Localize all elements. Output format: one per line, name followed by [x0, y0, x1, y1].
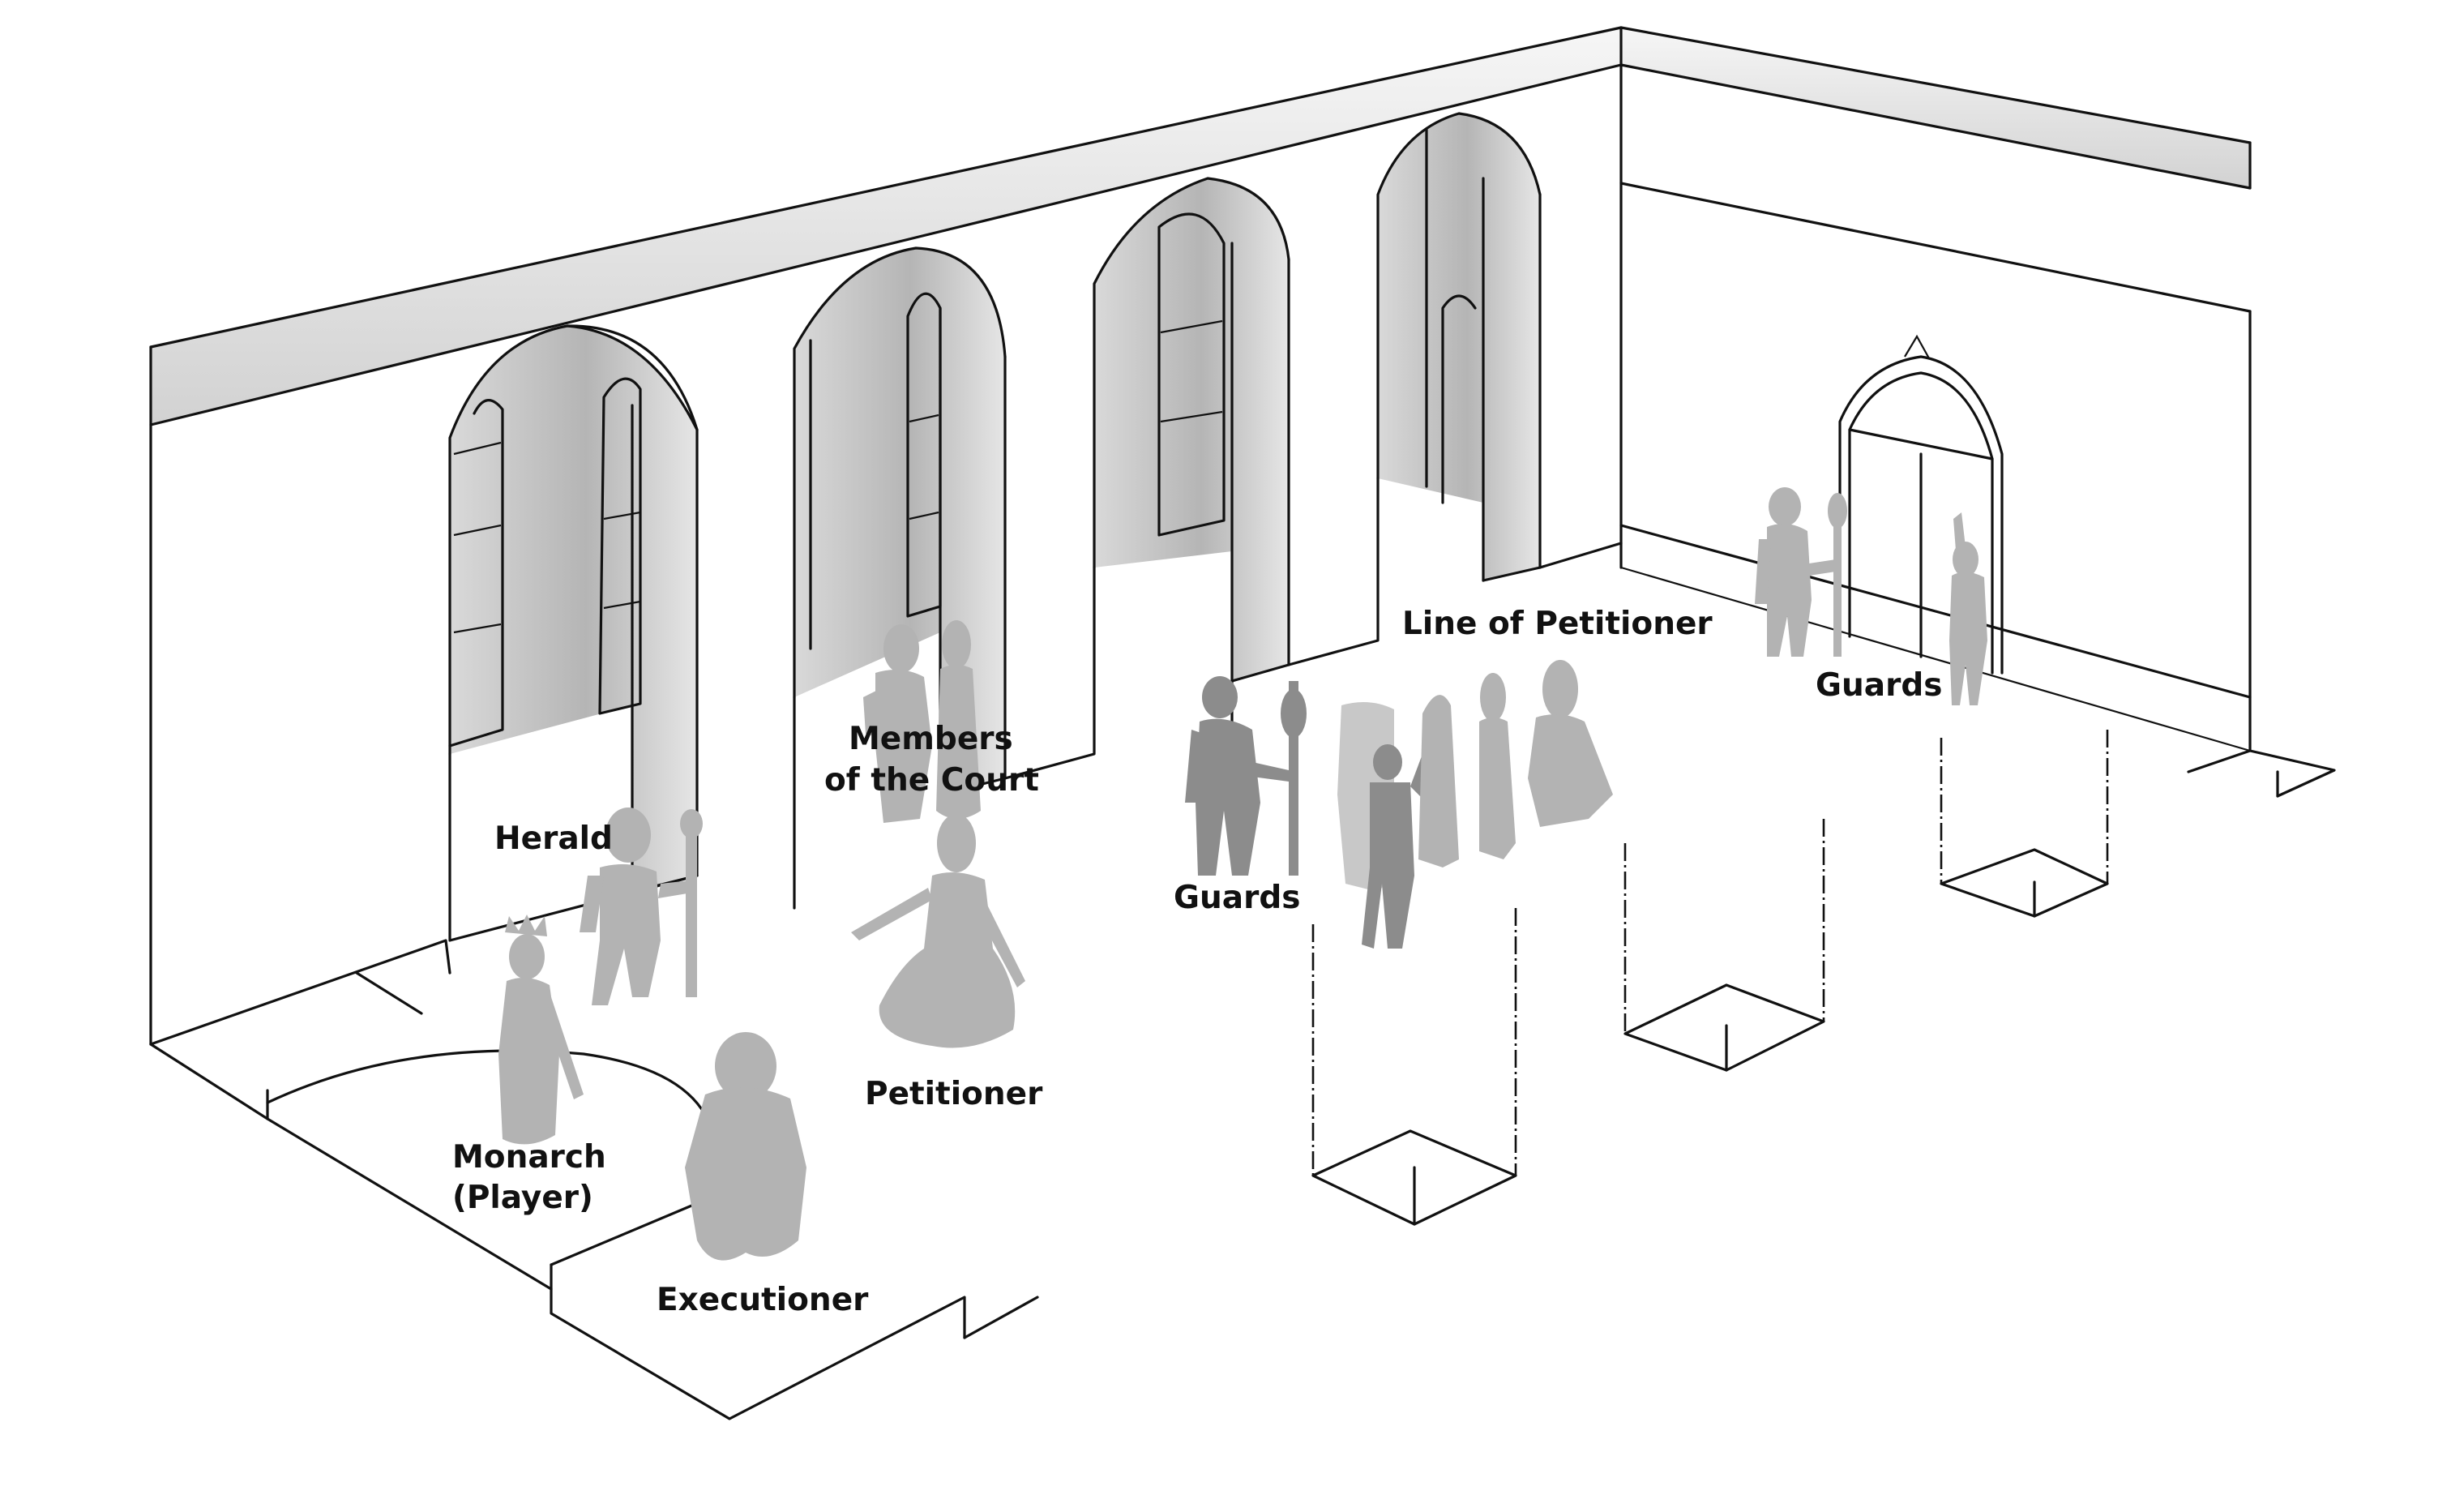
- label-members-court-2: of the Court: [824, 762, 1039, 799]
- arch-4: [1378, 114, 1540, 580]
- executioner-figure: [685, 1032, 806, 1261]
- label-guards-door: Guards: [1816, 667, 1942, 704]
- label-guards-center: Guards: [1174, 880, 1300, 916]
- label-player: (Player): [452, 1180, 593, 1216]
- label-line-of-petitioner: Line of Petitioner: [1402, 606, 1713, 642]
- petitioner-line-figures: [1337, 660, 1613, 949]
- arch-3: [1094, 178, 1289, 681]
- right-wall-cornice: [1621, 28, 2250, 188]
- label-monarch: Monarch: [452, 1139, 606, 1176]
- label-petitioner: Petitioner: [865, 1076, 1043, 1112]
- monarch-figure: [498, 915, 584, 1144]
- petitioner-figure: [851, 814, 1025, 1048]
- guards-center-figures: [1185, 676, 1307, 876]
- label-herald: Herald: [494, 820, 613, 857]
- label-members-court-1: Members: [849, 721, 1013, 757]
- label-executioner: Executioner: [657, 1282, 869, 1318]
- arch-1: [450, 326, 697, 892]
